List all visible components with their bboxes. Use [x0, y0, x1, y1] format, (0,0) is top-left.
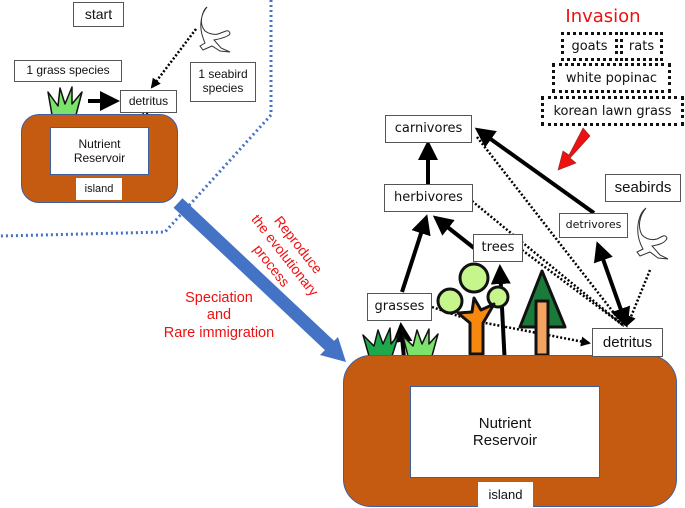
main-reservoir-line1: Nutrient [478, 415, 532, 432]
start-detritus-box: detritus [120, 90, 177, 113]
invasion-arrow [557, 127, 591, 171]
invasion-white-popinac: white popinac [552, 63, 671, 93]
detritus-detrivores-arrow [593, 241, 631, 328]
seabird-to-detritus-arrow [150, 28, 197, 89]
speciation-line1: Speciation [185, 290, 253, 306]
detrivores-box: detrivores [559, 213, 628, 238]
speciation-text: Speciation and Rare immigration [155, 290, 283, 342]
trees-box: trees [473, 234, 523, 262]
start-label: start [73, 2, 124, 27]
seabird-species-line1: 1 seabird [198, 67, 248, 82]
seabird-to-detritus-dotted [626, 269, 652, 326]
seabird-icon-small [199, 6, 231, 53]
main-nutrient-reservoir: Nutrient Reservoir [410, 386, 600, 478]
start-nutrient-reservoir: Nutrient Reservoir [50, 127, 149, 175]
carnivores-box: carnivores [385, 115, 472, 143]
seabird-icon-large [636, 207, 669, 260]
seabird-species-label: 1 seabird species [190, 62, 256, 102]
invasion-title: Invasion [565, 6, 641, 27]
main-island-label: island [478, 482, 533, 507]
grass-species-label: 1 grass species [14, 60, 122, 82]
grasses-to-herbivores-arrow [400, 214, 431, 293]
grass-icon-dark [362, 327, 400, 357]
grass-icon-light [402, 328, 439, 357]
grasses-box: grasses [367, 293, 432, 321]
herbivores-to-detritus-dotted [471, 200, 625, 327]
invasion-korean-lawn-grass: korean lawn grass [541, 96, 684, 126]
deciduous-tree-icon [436, 262, 510, 356]
speciation-line3: Rare immigration [163, 324, 275, 341]
trees-to-detritus-dotted [521, 248, 625, 328]
herbivores-box: herbivores [384, 184, 473, 212]
start-island-label: island [76, 178, 122, 200]
speciation-line2: and [206, 307, 232, 324]
start-panel-boundary [0, 0, 273, 238]
seabird-species-line2: species [202, 81, 244, 95]
grass-icon-small [47, 86, 83, 116]
invasion-goats: goats [561, 32, 618, 61]
trees-to-herbivores-arrow [432, 215, 476, 250]
start-reservoir-line1: Nutrient [78, 137, 121, 151]
evolution-arrow [173, 198, 346, 362]
invasion-rats: rats [620, 32, 663, 61]
main-detritus-box: detritus [592, 328, 663, 357]
main-reservoir-line2: Reservoir [472, 432, 538, 449]
detrivores-to-carnivores-arrow [474, 127, 596, 215]
seabirds-label: seabirds [605, 174, 681, 202]
start-reservoir-line2: Reservoir [73, 151, 126, 165]
pine-tree-icon [518, 269, 567, 357]
